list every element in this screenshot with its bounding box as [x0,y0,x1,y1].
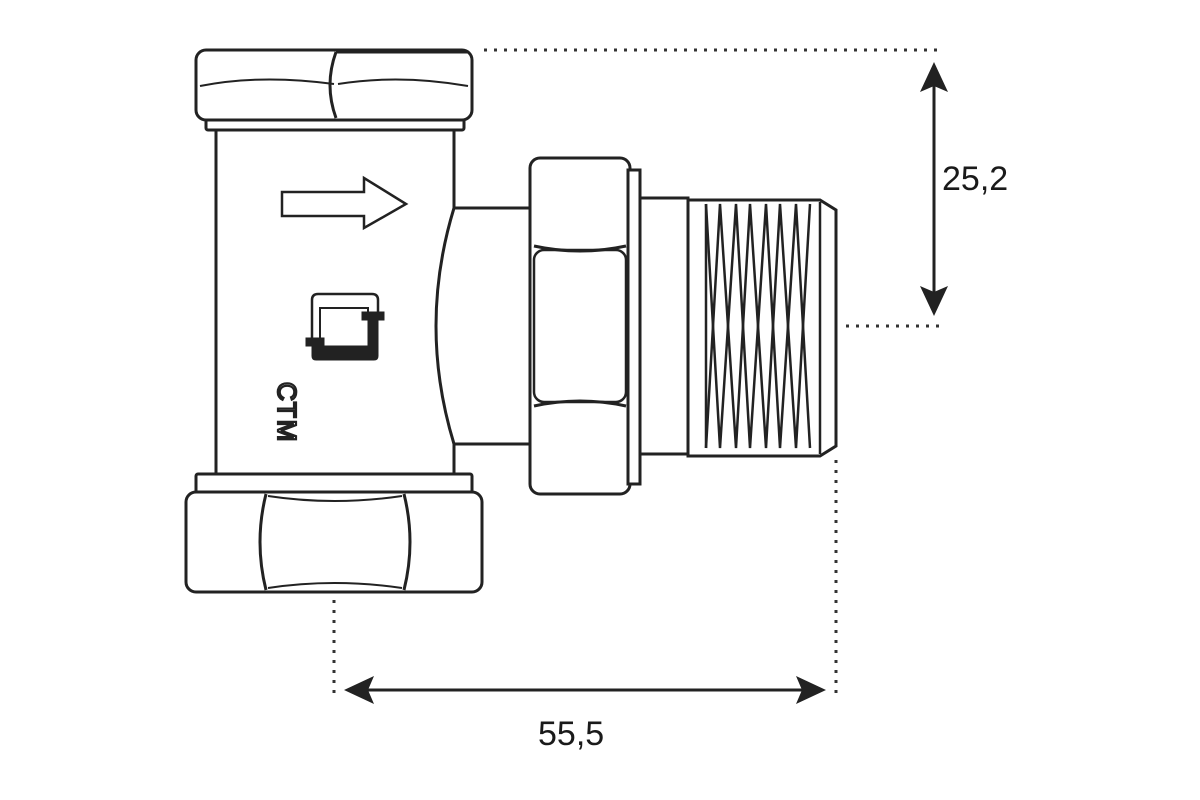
top-hex-nut [194,48,474,132]
logo-bracket-icon [305,292,385,361]
side-hex-nut [528,156,642,496]
width-dimension-value: 55,5 [538,715,604,753]
width-arrow-left [344,676,374,704]
height-arrow-top [920,62,948,92]
threaded-tail [638,196,838,458]
thread-lines [704,202,822,454]
width-arrow-right [796,676,826,704]
bottom-hex-nut [184,472,484,594]
valve-body [214,126,456,478]
side-outlet-neck [434,206,532,446]
brand-text: СТМ [272,382,302,443]
height-dimension-value: 25,2 [942,160,1008,198]
flow-direction-arrow [280,175,409,231]
height-dimension: 25,2 [484,48,1008,328]
height-arrow-bottom [920,286,948,316]
brand-mark: СТМ [271,381,303,445]
width-dimension: 55,5 [332,460,838,753]
